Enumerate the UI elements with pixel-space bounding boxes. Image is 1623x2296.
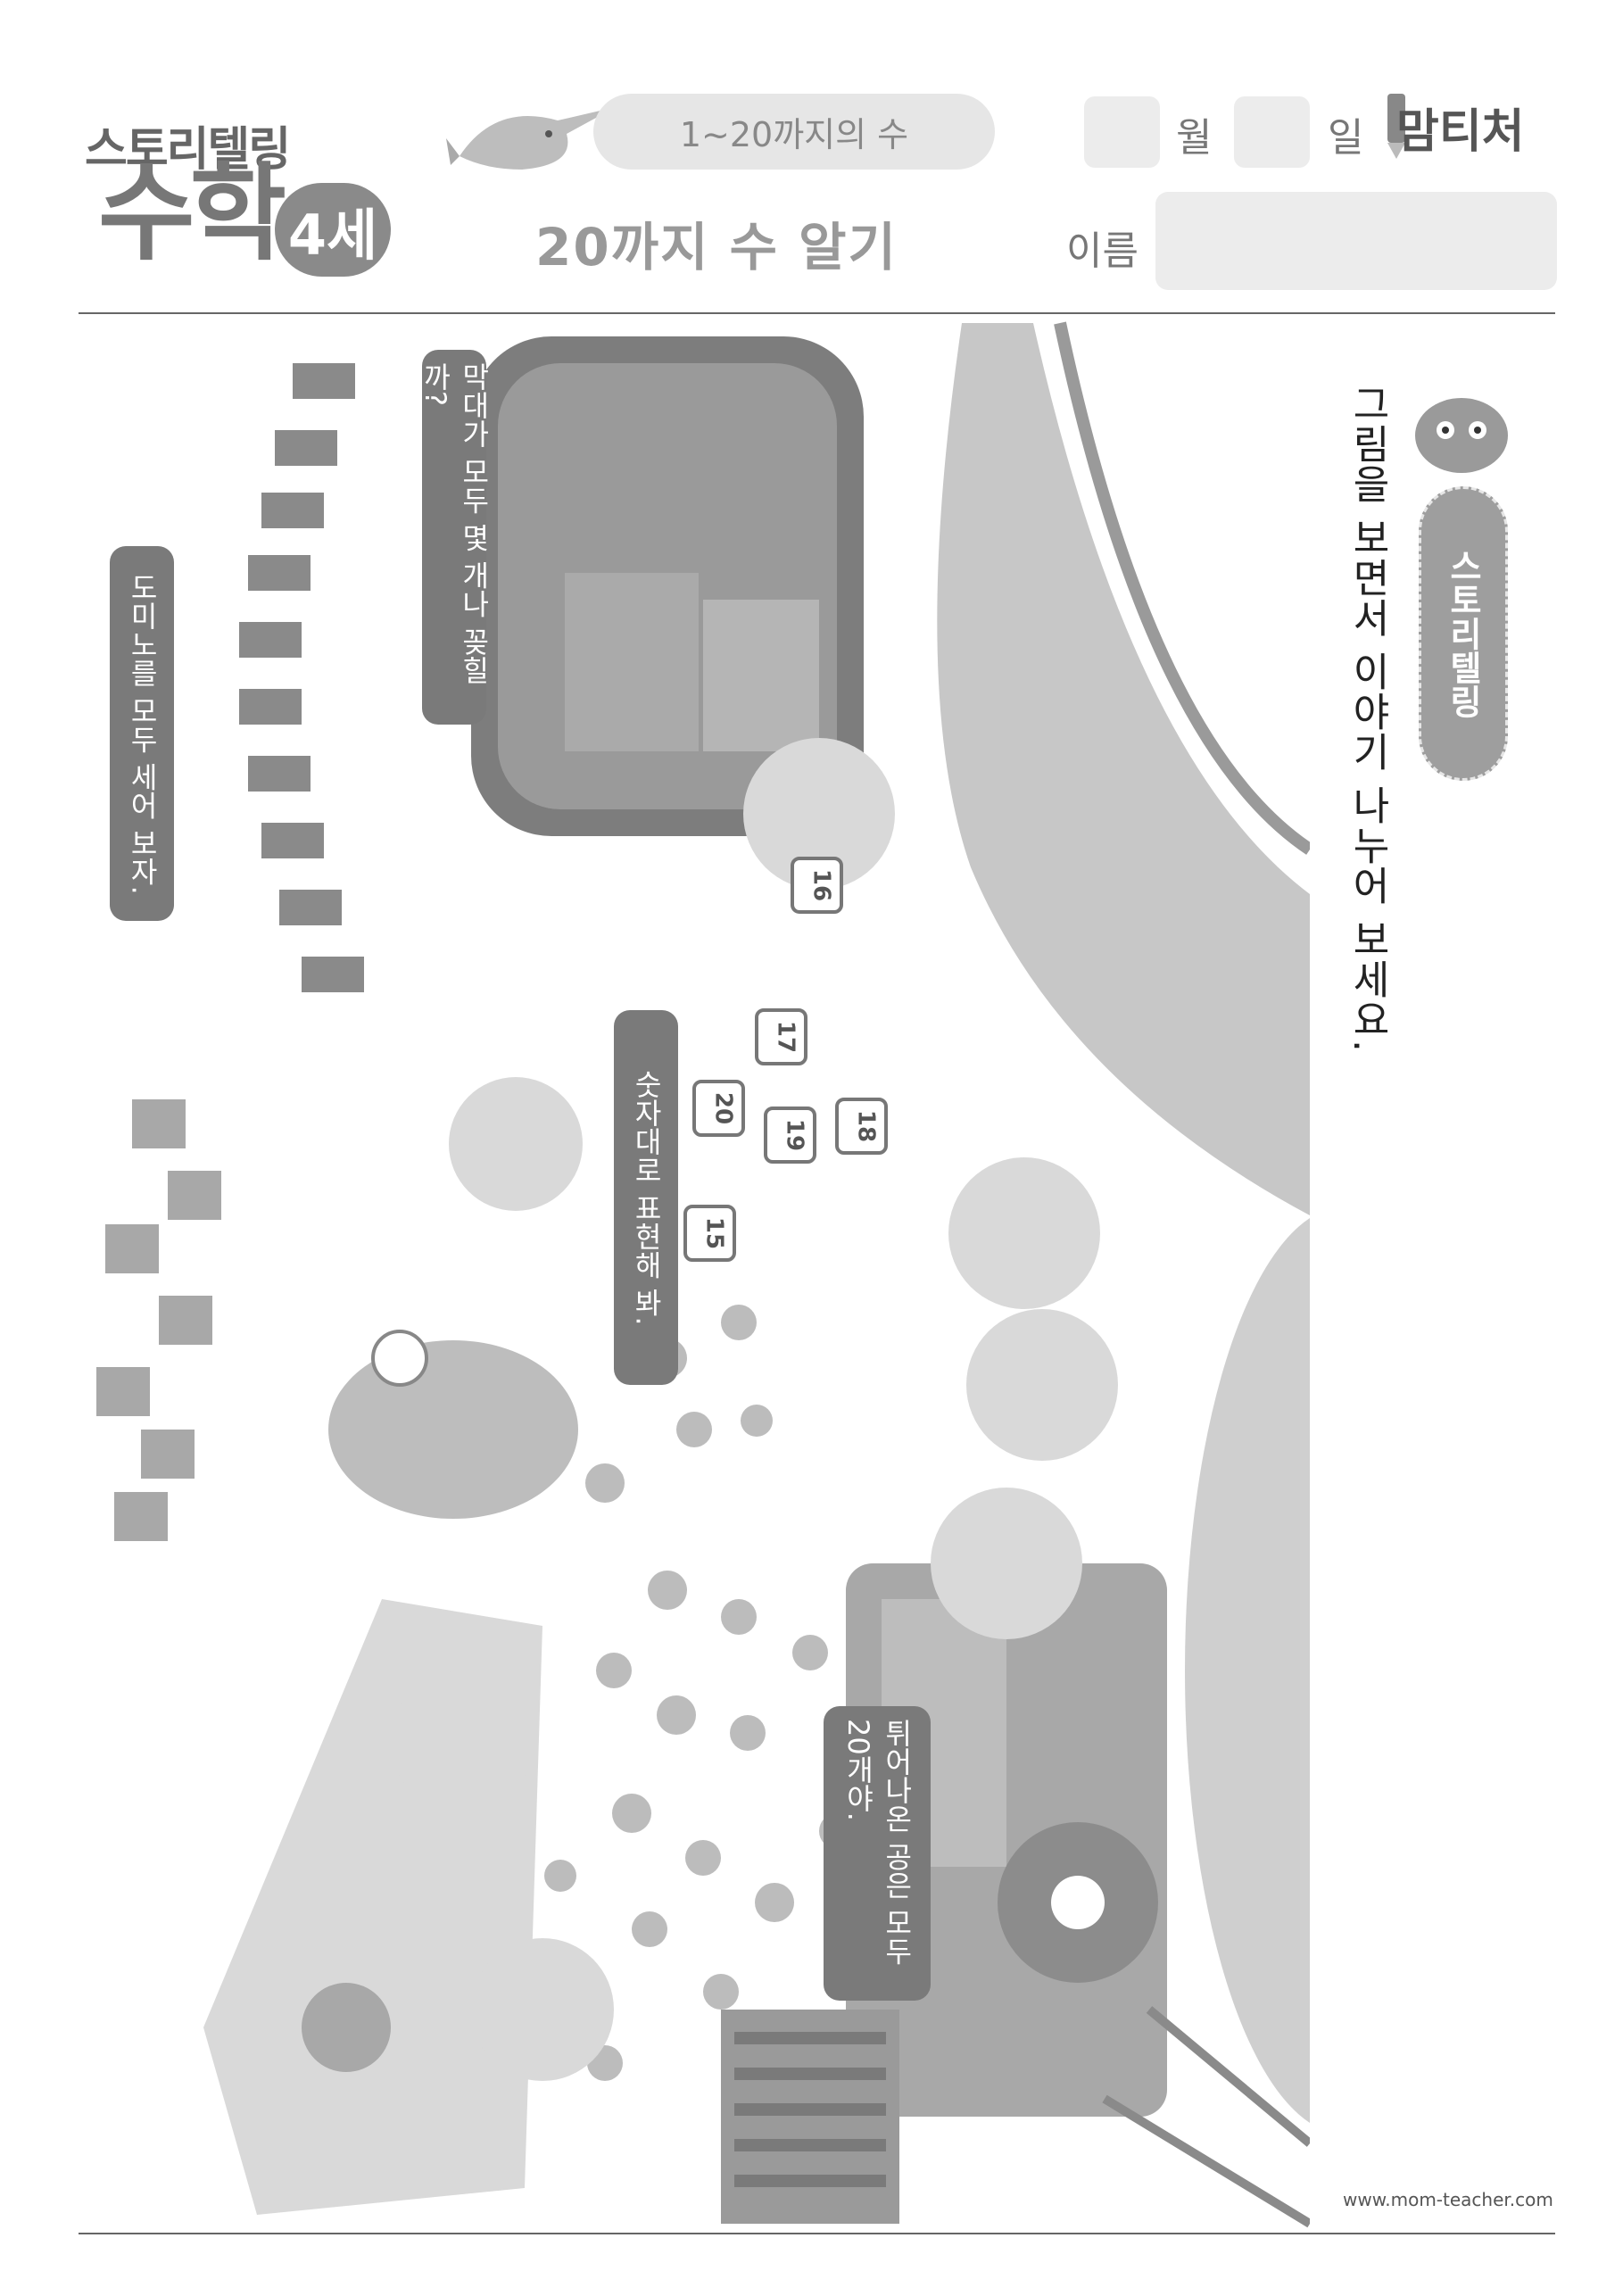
logo-title: 수학: [98, 152, 286, 275]
day-field[interactable]: [1234, 96, 1310, 168]
instruction-text: 그림을 보면서 이야기 나누어 보세요.: [1345, 384, 1390, 1053]
age-badge: 4세: [275, 183, 391, 277]
name-label: 이름: [1066, 228, 1139, 274]
footer-divider: [79, 2233, 1555, 2234]
bubble-order: 숫자대로 표현해 봐.: [614, 1010, 678, 1385]
footer-url: www.mom-teacher.com: [1343, 2189, 1553, 2210]
bubble-dominoes: 도미노를 모두 세어 보자.: [110, 546, 174, 921]
brand-logo: 맘티처: [1396, 105, 1525, 159]
day-label: 일: [1328, 115, 1364, 161]
playroom-scene: [96, 321, 1310, 2228]
number-card: 19: [781, 1118, 808, 1152]
mascot-icon: [1415, 398, 1508, 473]
topic-pill: 1~20까지의 수: [593, 94, 995, 170]
number-card: 18: [852, 1109, 880, 1143]
name-field[interactable]: [1155, 192, 1557, 290]
month-field[interactable]: [1084, 96, 1160, 168]
narwhal-icon: [446, 107, 616, 170]
bubble-balls: 튀어나온 공은 모두 20개야.: [824, 1706, 931, 2001]
number-card: 17: [772, 1020, 799, 1054]
header-divider: [79, 312, 1555, 314]
pencil-icon: [1387, 94, 1405, 159]
logo-subtitle: 스토리텔링: [85, 123, 291, 177]
storytelling-tag: 스토리텔링: [1419, 486, 1508, 781]
page-title: 20까지 수 알기: [535, 217, 898, 278]
number-card: 20: [709, 1091, 737, 1125]
number-card: 15: [700, 1216, 728, 1250]
number-card: 16: [807, 868, 835, 902]
bubble-pegs: 막대가 모두 몇 개나 꽂힐까?: [418, 350, 491, 725]
illustration: 막대가 모두 몇 개나 꽂힐까? 도미노를 모두 세어 보자. 숫자대로 표현해…: [79, 314, 1310, 2231]
month-label: 월: [1176, 115, 1213, 161]
